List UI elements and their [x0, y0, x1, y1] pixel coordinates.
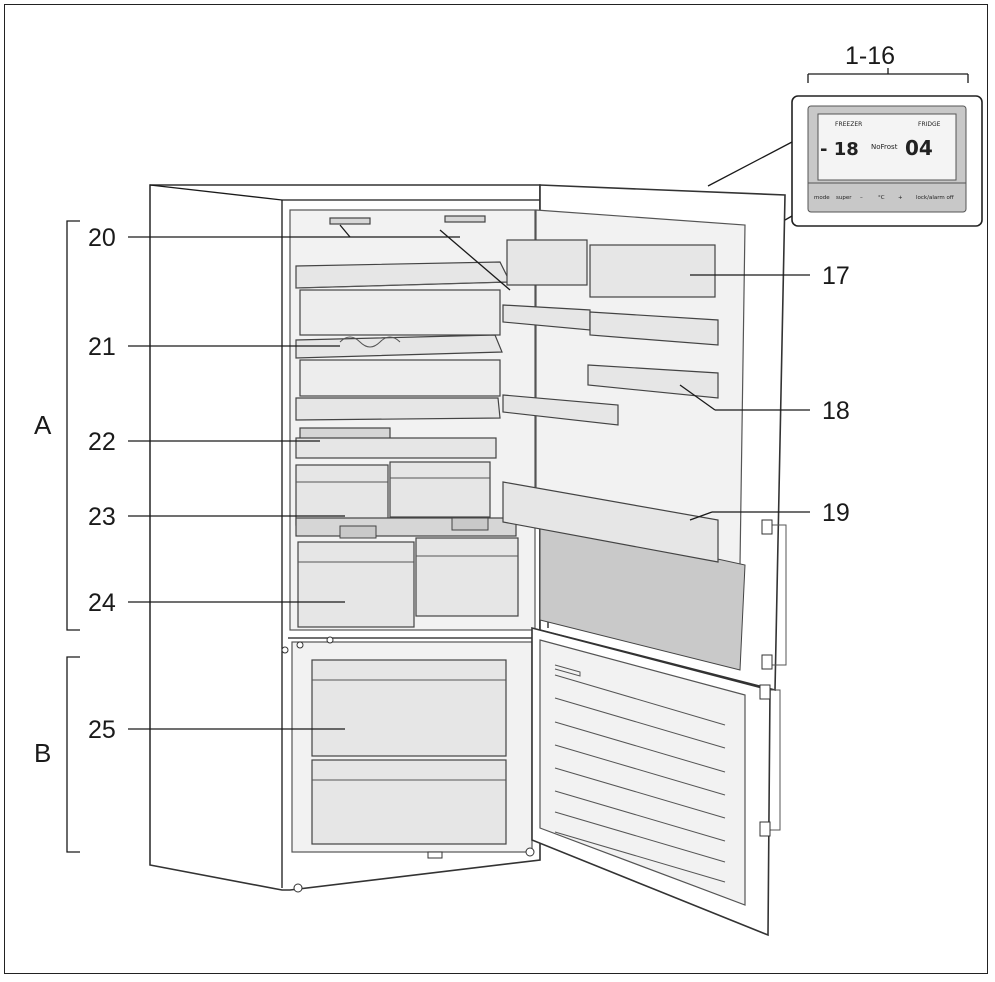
door-bins: [502, 239, 719, 563]
figure-frame: [4, 4, 988, 974]
label-18: 18: [822, 397, 850, 425]
upper-drawers: [295, 461, 517, 539]
panel-button-5: lock/alarm off: [916, 195, 954, 201]
butter-compartment: [506, 239, 588, 286]
label-23: 23: [88, 503, 116, 531]
label-range: 1-16: [845, 42, 895, 70]
section-a-label: A: [34, 410, 52, 440]
freezer-door: [531, 626, 781, 937]
section-brackets: [66, 220, 80, 853]
panel-button-4: +: [898, 195, 903, 201]
fridge-label: FRIDGE: [918, 121, 941, 128]
lower-drawers: [297, 537, 519, 628]
freezer-label: FREEZER: [835, 121, 862, 128]
leader-lines: [128, 224, 810, 730]
freezer-drawers: [311, 659, 507, 845]
dairy-compartment: [589, 244, 716, 298]
panel-button-3: °C: [878, 195, 885, 201]
panel-button-2: –: [860, 195, 863, 201]
nofrost-label: NoFrost: [871, 143, 898, 151]
label-17: 17: [822, 262, 850, 290]
label-25: 25: [88, 716, 116, 744]
panel-button-1: super: [836, 195, 852, 201]
label-19: 19: [822, 499, 850, 527]
control-panel: FREEZER FRIDGE - 18 04 NoFrost mode super…: [707, 68, 983, 227]
label-21: 21: [88, 333, 116, 361]
label-22: 22: [88, 428, 116, 456]
chiller-tray: [295, 427, 497, 459]
label-24: 24: [88, 589, 116, 617]
panel-button-0: mode: [814, 195, 830, 201]
fridge-temperature: 04: [905, 136, 933, 160]
section-b-label: B: [34, 738, 51, 768]
panel-buttons: mode super – °C + lock/alarm off: [814, 195, 954, 201]
label-20: 20: [88, 224, 116, 252]
interior-lights: [329, 215, 486, 225]
freezer-temperature: - 18: [820, 139, 859, 160]
